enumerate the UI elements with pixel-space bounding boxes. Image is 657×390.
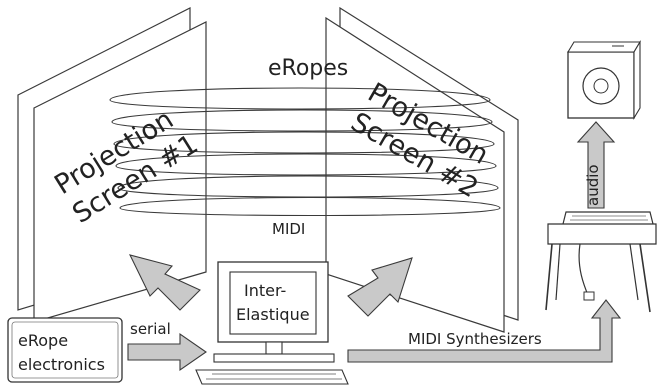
computer-label-line2: Elastique [236, 305, 310, 324]
electronics-box [7, 317, 123, 383]
speaker-icon [567, 40, 641, 120]
audio-arrow [576, 121, 616, 209]
keyboard-synth-icon [545, 211, 657, 313]
midi-label: MIDI [272, 220, 305, 238]
electronics-label-line1: eRope [18, 331, 68, 350]
computer-icon [195, 261, 349, 385]
synth-label: MIDI Synthesizers [408, 330, 542, 348]
projection-screen-1 [17, 7, 207, 323]
computer-label-line1: Inter- [244, 281, 286, 300]
erope-coils [109, 87, 501, 217]
electronics-label-line2: electronics [18, 355, 105, 374]
arrow-to-screen-2 [347, 257, 413, 317]
erope-title: eRopes [268, 56, 348, 81]
audio-label: audio [584, 164, 602, 206]
serial-arrow [127, 332, 207, 372]
serial-label: serial [130, 320, 171, 338]
projection-screen-2 [325, 6, 519, 333]
arrow-to-screen-1 [128, 254, 201, 311]
synth-arrow [347, 299, 622, 363]
